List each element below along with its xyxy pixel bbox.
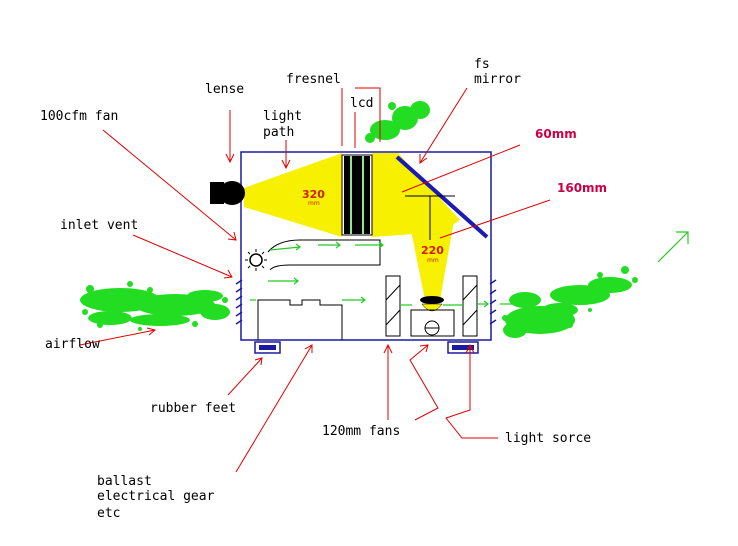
label-fresnel: fresnel [286, 72, 341, 87]
airflow-cloud-right [502, 266, 638, 338]
fan-icon [245, 249, 267, 271]
label-light: light [263, 109, 302, 124]
beam-mark-horizontal: 320 [302, 188, 325, 201]
label-electrical-gear: electrical gear [97, 489, 215, 504]
lamp-icon [410, 296, 455, 337]
fresnel-lcd-stack [341, 154, 373, 236]
projector-enclosure [240, 151, 492, 341]
label-mirror: mirror [474, 72, 521, 87]
airflow-arrows [250, 231, 689, 308]
beam-mark-vertical: 220 [421, 244, 444, 257]
light-beam-horizontal [244, 153, 342, 237]
vent-icon [235, 279, 243, 325]
beam-mark-horizontal-unit: mm [308, 200, 320, 207]
beam-mark-vertical-unit: mm [427, 257, 439, 264]
rubber-foot-icon [254, 341, 281, 354]
label-etc: etc [97, 506, 120, 521]
annotation-leaders [79, 87, 551, 473]
label-60mm: 60mm [535, 127, 577, 141]
mirror-icon [395, 155, 489, 239]
fan-120-left [385, 275, 401, 337]
label-rubber-feet: rubber feet [150, 401, 236, 416]
label-100cfm-fan: 100cfm fan [40, 109, 118, 124]
ballast-box [257, 299, 343, 340]
label-fs: fs [474, 57, 490, 72]
outlet-vent [489, 279, 497, 325]
rubber-foot-right [447, 341, 479, 354]
label-ballast: ballast [97, 474, 152, 489]
heat-cloud-top [365, 101, 430, 143]
label-120mm-fans: 120mm fans [322, 424, 400, 439]
lens-icon [210, 181, 245, 205]
label-airflow: airflow [45, 337, 100, 352]
label-light-source: light sorce [505, 431, 591, 446]
label-160mm: 160mm [557, 181, 607, 195]
light-beam-vertical [402, 185, 455, 300]
air-duct [267, 239, 381, 271]
label-path: path [263, 125, 294, 140]
label-lense: lense [205, 82, 244, 97]
fan-120-right [462, 275, 478, 337]
label-lcd: lcd [350, 96, 373, 111]
airflow-cloud-left [80, 281, 230, 331]
label-inlet-vent: inlet vent [60, 218, 138, 233]
